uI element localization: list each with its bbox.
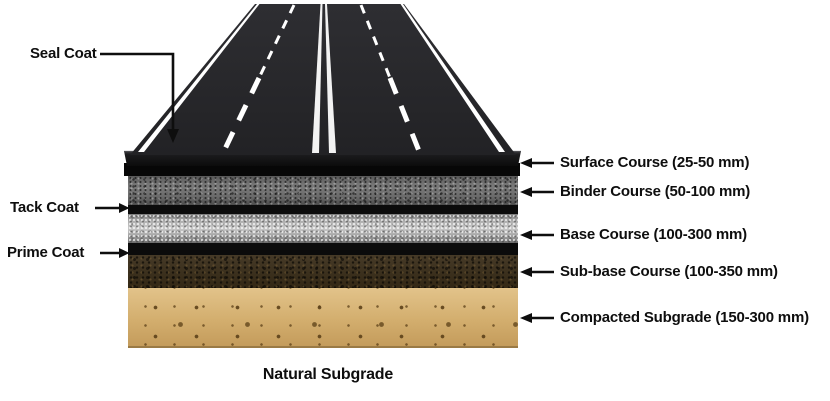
label-prime-coat: Prime Coat — [7, 244, 85, 261]
center-line-right — [325, 4, 336, 153]
seal-coat-arrow-line — [100, 52, 175, 130]
left-edge-line — [138, 4, 260, 152]
lane-dash-right-far — [359, 4, 392, 79]
seal-coat-arrow-head — [167, 129, 179, 143]
road-surface — [130, 4, 516, 155]
label-sub-base-course: Sub-base Course (100-350 mm) — [560, 263, 778, 280]
sub-base-course-arrow-head — [520, 267, 532, 277]
lane-dash-left-near — [221, 76, 262, 153]
label-base-course: Base Course (100-300 mm) — [560, 226, 747, 243]
label-natural-subgrade: Natural Subgrade — [262, 366, 394, 383]
label-compacted-subgrade: Compacted Subgrade (150-300 mm) — [560, 309, 809, 326]
surface-course-arrow-head — [520, 158, 532, 168]
layer-arrows — [520, 158, 554, 323]
base-course-arrow-head — [520, 230, 532, 240]
layer-compacted-subgrade — [128, 288, 518, 348]
layer-surface-course — [124, 163, 520, 176]
layer-sub-base-course — [128, 255, 518, 288]
layer-prime-coat — [128, 243, 518, 255]
label-tack-coat: Tack Coat — [10, 199, 79, 216]
layer-tack-coat — [128, 205, 518, 214]
layer-base-course — [128, 214, 518, 243]
lane-dash-right-near — [387, 77, 422, 152]
binder-course-arrow-head — [520, 187, 532, 197]
compacted-subgrade-arrow-head — [520, 313, 532, 323]
layer-binder-course — [128, 176, 518, 205]
label-seal-coat: Seal Coat — [30, 45, 97, 62]
right-edge-line — [400, 4, 505, 152]
center-line-left — [312, 4, 323, 153]
lane-dash-left-far — [257, 4, 296, 79]
label-binder-course: Binder Course (50-100 mm) — [560, 183, 751, 200]
label-surface-course: Surface Course (25-50 mm) — [560, 154, 750, 171]
